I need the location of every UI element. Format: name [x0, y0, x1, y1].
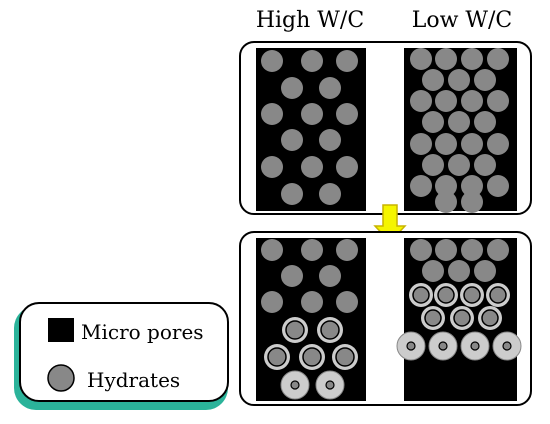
hydrate-particle [453, 309, 471, 327]
legend: Micro pores Hydrates [19, 302, 229, 402]
hydrate-core [470, 341, 480, 351]
hydrate-particle [435, 239, 457, 261]
hydrate-particle [319, 265, 341, 287]
legend-symbols [47, 318, 75, 392]
hydrate-particle [261, 239, 283, 261]
hydrate-particle [336, 103, 358, 125]
hydrate-particle [487, 48, 509, 70]
hydrates-swatch [47, 364, 75, 392]
hydrate-particle [281, 183, 303, 205]
hydrate-particle [301, 50, 323, 72]
hydrate-particle [422, 154, 444, 176]
hydrate-particle [437, 286, 455, 304]
legend-hydrates-label: Hydrates [87, 368, 181, 392]
hydrate-particle [302, 347, 322, 367]
bottom-left-pore-block [256, 238, 366, 401]
hydrate-particle [410, 175, 432, 197]
hydrate-particle [448, 69, 470, 91]
hydrate-particle [261, 291, 283, 313]
hydrate-particle [336, 50, 358, 72]
hydrate-particle [435, 90, 457, 112]
hydrate-particle [474, 111, 496, 133]
hydrate-particle [461, 48, 483, 70]
micro-pores-swatch [48, 318, 74, 342]
hydrate-particle [422, 260, 444, 282]
hydrate-particle [261, 50, 283, 72]
hydrate-core [438, 341, 448, 351]
hydrate-particle [448, 111, 470, 133]
top-left-hydrates [261, 50, 358, 205]
hydrate-core [290, 380, 300, 390]
hydrate-particle [267, 347, 287, 367]
hydrate-particle [261, 103, 283, 125]
title-low-wc: Low W/C [411, 8, 513, 33]
hydrate-particle [435, 191, 457, 213]
top-right-hydrates [410, 48, 509, 213]
hydrate-particle [336, 239, 358, 261]
top-left-pore-block [256, 48, 366, 211]
hydrate-particle [319, 183, 341, 205]
hydrate-particle [424, 309, 442, 327]
hydrate-particle [448, 260, 470, 282]
hydrate-core [502, 341, 512, 351]
hydrate-core [325, 380, 335, 390]
hydrate-particle [461, 191, 483, 213]
hydrate-particle [301, 291, 323, 313]
hydrate-particle [319, 77, 341, 99]
hydrate-particle [281, 77, 303, 99]
hydrate-particle [474, 69, 496, 91]
hydrate-particle [487, 175, 509, 197]
bottom-right-hydrates [396, 239, 522, 361]
hydrate-particle [435, 48, 457, 70]
hydrate-particle [410, 90, 432, 112]
hydrate-particle [281, 265, 303, 287]
bottom-left-hydrates [261, 239, 358, 400]
hydrate-particle [435, 133, 457, 155]
hydrate-particle [281, 129, 303, 151]
hydrate-particle [422, 111, 444, 133]
hydrate-particle [461, 239, 483, 261]
hydrate-particle [487, 239, 509, 261]
hydrate-particle [412, 286, 430, 304]
hydrate-particle [463, 286, 481, 304]
hydrate-particle [435, 175, 457, 197]
hydrate-particle [481, 309, 499, 327]
hydrate-particle [448, 154, 470, 176]
hydrate-particle [301, 156, 323, 178]
hydrate-particle [410, 239, 432, 261]
hydrate-particle [301, 103, 323, 125]
hydrate-particle [320, 320, 340, 340]
hydrate-particle [487, 90, 509, 112]
title-high-wc: High W/C [255, 8, 365, 33]
hydrate-particle [410, 133, 432, 155]
hydrate-core [406, 341, 416, 351]
hydrate-particle [422, 69, 444, 91]
hydrate-particle [461, 90, 483, 112]
hydrate-particle [487, 133, 509, 155]
hydrate-particle [489, 286, 507, 304]
hydrate-particle [474, 154, 496, 176]
hydrate-particle [261, 156, 283, 178]
hydrate-particle [474, 260, 496, 282]
hydrate-particle [335, 347, 355, 367]
legend-micro-pores-label: Micro pores [81, 320, 204, 344]
hydrate-particle [301, 239, 323, 261]
hydrate-particle [461, 175, 483, 197]
hydrate-particle [461, 133, 483, 155]
hydrate-particle [285, 320, 305, 340]
hydrate-particle [336, 156, 358, 178]
hydrate-particle [336, 291, 358, 313]
hydrate-particle [319, 129, 341, 151]
hydrate-particle [410, 48, 432, 70]
